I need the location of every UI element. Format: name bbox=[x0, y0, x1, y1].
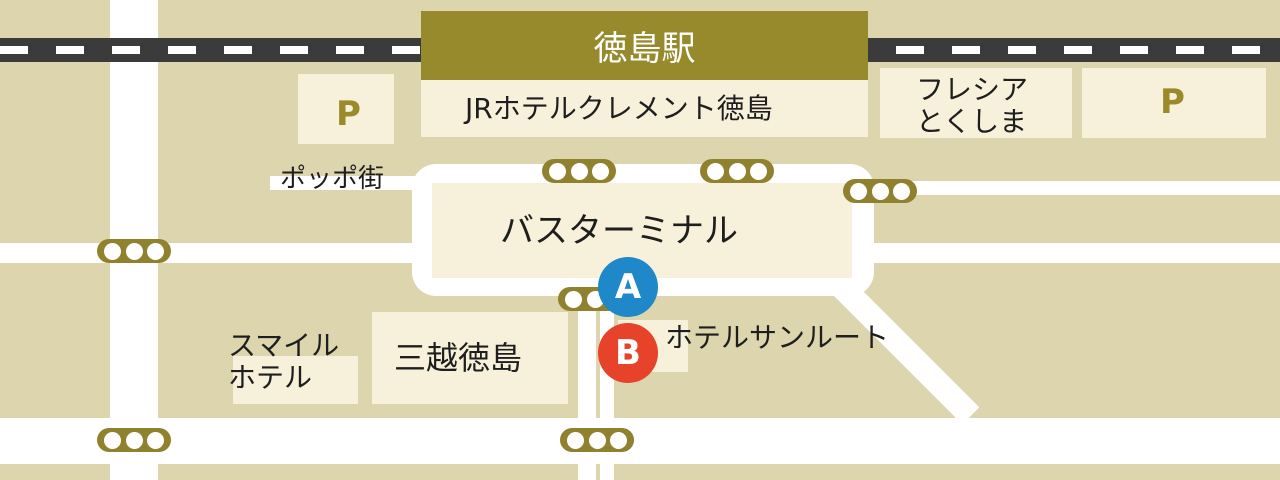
road-center-vertical bbox=[578, 296, 596, 480]
poppo-gai-label: ポッポ街 bbox=[280, 164, 385, 194]
tokushima-station: 徳島駅 bbox=[421, 11, 868, 80]
smile-hotel-label: スマイル ホテル bbox=[228, 329, 340, 395]
traffic-signal-icon bbox=[97, 239, 171, 263]
parking-right-block bbox=[1082, 68, 1266, 138]
road-east-branch bbox=[868, 181, 1280, 195]
parking-icon: P bbox=[336, 94, 361, 134]
traffic-signal-icon bbox=[843, 179, 917, 203]
road-poppo-gai bbox=[270, 176, 420, 190]
traffic-signal-icon bbox=[560, 428, 634, 452]
station-label: 徳島駅 bbox=[593, 29, 696, 69]
bus-terminal-label: バスターミナル bbox=[500, 211, 738, 251]
road-lower-horizontal bbox=[0, 418, 1280, 464]
traffic-signal-icon bbox=[542, 159, 616, 183]
jr-hotel-label: JRホテルクレメント徳島 bbox=[465, 92, 773, 125]
mitsukoshi-label: 三越徳島 bbox=[394, 339, 523, 377]
parking-left-block bbox=[298, 74, 394, 144]
parking-icon: P bbox=[1160, 82, 1185, 122]
traffic-signal-icon bbox=[97, 428, 171, 452]
bus-stop-a-label: A bbox=[614, 267, 642, 307]
bus-stop-b-label: B bbox=[615, 333, 641, 373]
hotel-sunroute-label: ホテルサンルート bbox=[665, 321, 890, 354]
flesia-label: フレシア とくしま bbox=[916, 73, 1029, 139]
traffic-signal-icon bbox=[700, 159, 774, 183]
bus-stop-a-marker[interactable]: A bbox=[598, 257, 658, 317]
road-center-vertical-2 bbox=[600, 296, 614, 480]
jr-hotel-block bbox=[421, 80, 868, 137]
smile-hotel-block bbox=[233, 356, 358, 404]
flesia-block bbox=[880, 68, 1072, 138]
bus-stop-b-marker[interactable]: B bbox=[598, 323, 658, 383]
mitsukoshi-block bbox=[372, 312, 568, 404]
